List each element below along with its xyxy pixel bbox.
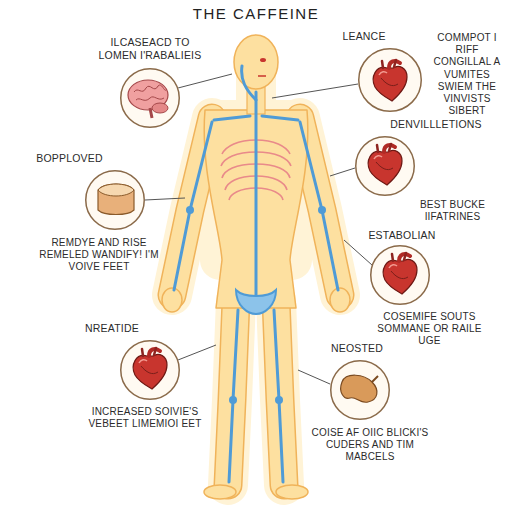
organ-heading: LEANCE [332, 30, 396, 43]
organ-note: ILCASEACD TO LOMEN I'RABALIEIS [92, 36, 208, 62]
organ-circle: NEOSTEDCOISE AF OIIC BLICKI'S CUDERS AND… [330, 360, 390, 420]
circle-border [86, 171, 145, 230]
organ-note: COMMPOT I RIFF CONGILLAL A VUMITES SWIEM… [428, 32, 506, 117]
circle-outline [330, 360, 390, 420]
circle-border [356, 137, 415, 196]
organ-note: COISE AF OIIC BLICKI'S CUDERS AND TIM MA… [300, 427, 440, 464]
circle-outline [358, 48, 422, 112]
organ-note: REMDYE AND RISE REMELED WANDIFY! I'M VOI… [36, 237, 162, 274]
organ-circle: NREATIDEINCREASED SOIVIE'S VEBEET LIMEMI… [120, 340, 180, 400]
circle-outline [120, 68, 180, 128]
organ-heading: NEOSTED [312, 342, 402, 355]
circle-outline [355, 136, 415, 196]
organ-circle: ILCASEACD TO LOMEN I'RABALIEIS [120, 68, 180, 128]
organ-circle: LEANCECOMMPOT I RIFF CONGILLAL A VUMITES… [358, 48, 422, 112]
circle-outline [370, 245, 430, 305]
organ-note: INCREASED SOIVIE'S VEBEET LIMEMIOI EET [78, 406, 212, 430]
circle-border [121, 341, 180, 400]
organ-heading: DENVILLLETIONS [372, 118, 500, 131]
circle-border [359, 49, 422, 112]
circle-outline [120, 340, 180, 400]
circle-border [121, 69, 180, 128]
diagram-title: THE CAFFEINE [0, 5, 512, 22]
organ-circle: BOPPLOVEDREMDYE AND RISE REMELED WANDIFY… [85, 170, 145, 230]
organ-heading: BOPPLOVED [22, 152, 117, 165]
organ-note: COSEMIFE SOUTS SOMMANE OR RAILE UGE [372, 311, 487, 348]
organ-circle: DENVILLLETIONSBEST BUCKE IIFATRINES [355, 136, 415, 196]
organ-heading: NREATIDE [62, 322, 162, 335]
organ-note: BEST BUCKE IIFATRINES [405, 199, 500, 223]
organ-circle: ESTABOLIANCOSEMIFE SOUTS SOMMANE OR RAIL… [370, 245, 430, 305]
organ-heading: ESTABOLIAN [352, 229, 452, 242]
circle-border [371, 246, 430, 305]
circle-outline [85, 170, 145, 230]
circle-border [331, 361, 390, 420]
